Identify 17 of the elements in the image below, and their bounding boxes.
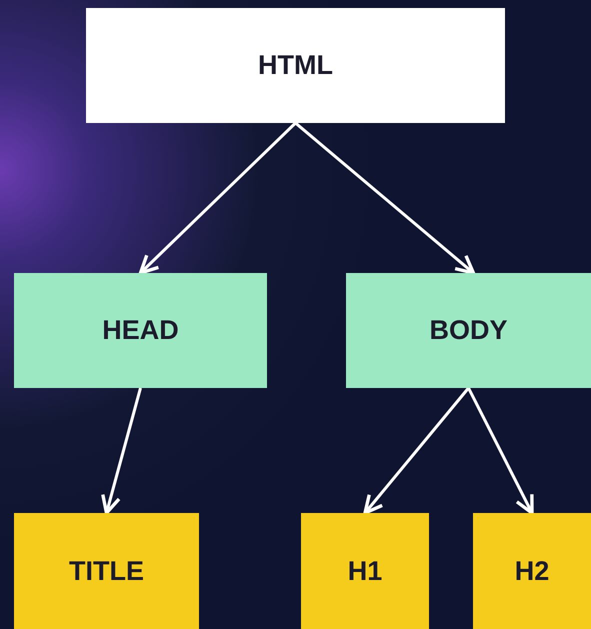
element-box (301, 513, 429, 629)
element-name: HTML (258, 50, 333, 81)
element-name: H1 (348, 556, 382, 586)
arrow (467, 387, 534, 515)
arrow (101, 388, 142, 515)
element-name: H2 (514, 556, 550, 586)
arrow (294, 122, 476, 275)
element-name: TITLE (69, 556, 144, 586)
element-box (473, 513, 591, 629)
element-name: HEAD (102, 315, 179, 346)
arrow (363, 387, 470, 515)
element-name: BODY (429, 315, 508, 346)
root-box (86, 8, 505, 123)
element-box (14, 273, 267, 388)
element-box (346, 273, 591, 388)
arrow (138, 122, 297, 275)
element-box (14, 513, 199, 629)
